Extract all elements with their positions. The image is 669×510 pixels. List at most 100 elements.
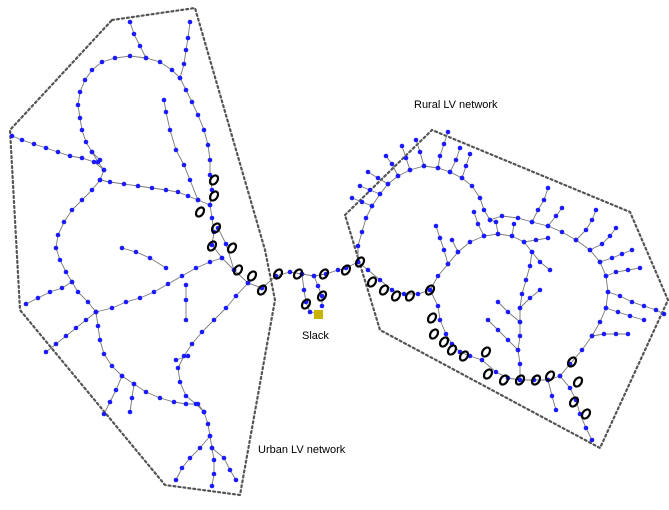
- marked-bus-ring: [206, 240, 218, 252]
- marked-bus-ring: [482, 368, 494, 380]
- bus-node: [477, 195, 483, 201]
- bus-node: [403, 155, 409, 161]
- bus-node: [185, 193, 191, 199]
- bus-node: [587, 247, 593, 253]
- bus-node: [137, 43, 143, 49]
- bus-node: [613, 331, 619, 337]
- urban-network-buses: [9, 19, 265, 489]
- rural-feeder-line: [435, 225, 449, 265]
- marked-bus-ring: [566, 356, 578, 368]
- bus-node: [615, 309, 621, 315]
- bus-node: [399, 143, 405, 149]
- bus-node: [319, 293, 325, 299]
- bus-node: [183, 401, 189, 407]
- bus-node: [151, 289, 157, 295]
- bus-node: [207, 259, 213, 265]
- bus-node: [505, 337, 511, 343]
- bus-node: [455, 249, 461, 255]
- bus-node: [441, 141, 447, 147]
- bus-node: [245, 280, 251, 286]
- bus-node: [377, 191, 383, 197]
- bus-node: [529, 249, 535, 255]
- bus-node: [479, 357, 485, 363]
- bus-node: [181, 162, 187, 168]
- bus-node: [519, 291, 525, 297]
- bus-node: [133, 249, 139, 255]
- bus-node: [131, 31, 137, 37]
- urban-feeder-line: [217, 227, 235, 271]
- bus-node: [515, 347, 521, 353]
- bus-node: [183, 317, 189, 323]
- bus-node: [583, 425, 589, 431]
- bus-node: [165, 281, 171, 287]
- bus-node: [82, 77, 88, 83]
- rural-feeder-line: [589, 227, 617, 251]
- urban-feeder-line: [175, 435, 211, 481]
- feeder-connection: [259, 259, 361, 317]
- bus-node: [173, 147, 179, 153]
- bus-node: [47, 289, 53, 295]
- bus-node: [109, 363, 115, 369]
- bus-node: [209, 215, 215, 221]
- bus-node: [83, 317, 89, 323]
- bus-node: [31, 141, 37, 147]
- bus-node: [55, 232, 61, 238]
- bus-node: [185, 35, 191, 41]
- bus-node: [135, 183, 141, 189]
- bus-node: [315, 283, 321, 289]
- bus-node: [357, 183, 363, 189]
- bus-node: [505, 309, 511, 315]
- bus-node: [89, 149, 95, 155]
- bus-node: [207, 157, 213, 163]
- bus-node: [209, 483, 215, 489]
- urban-feeder-line: [95, 257, 223, 313]
- bus-node: [77, 89, 83, 95]
- marked-bus-ring: [378, 284, 390, 296]
- bus-node: [437, 153, 443, 159]
- bus-node: [389, 287, 395, 293]
- rural-network-label: Rural LV network: [414, 99, 498, 111]
- bus-node: [589, 217, 595, 223]
- bus-node: [55, 149, 61, 155]
- bus-node: [43, 145, 49, 151]
- bus-node: [63, 269, 69, 275]
- bus-node: [619, 251, 625, 257]
- bus-node: [445, 129, 451, 135]
- rural-network-buses: [349, 129, 667, 443]
- bus-node: [131, 381, 137, 387]
- bus-node: [101, 167, 107, 173]
- bus-node: [383, 153, 389, 159]
- bus-node: [119, 245, 125, 251]
- rural-feeder-line: [437, 131, 449, 169]
- bus-node: [467, 151, 473, 157]
- bus-node: [9, 133, 15, 139]
- marked-bus-ring: [366, 276, 378, 288]
- bus-node: [301, 287, 307, 293]
- bus-node: [527, 295, 533, 301]
- bus-node: [463, 163, 469, 169]
- bus-node: [417, 149, 423, 155]
- urban-feeder-line: [211, 447, 237, 481]
- bus-node: [143, 55, 149, 61]
- bus-node: [601, 331, 607, 337]
- rural-feeder-line: [605, 267, 641, 277]
- bus-node: [349, 195, 355, 201]
- bus-node: [549, 393, 555, 399]
- marked-bus-ring: [498, 374, 510, 386]
- bus-node: [95, 323, 101, 329]
- bus-node: [413, 137, 419, 143]
- bus-node: [435, 165, 441, 171]
- urban-feeder-line: [99, 179, 211, 206]
- bus-node: [517, 333, 523, 339]
- bus-node: [97, 337, 103, 343]
- bus-node: [475, 221, 481, 227]
- marked-bus-ring: [428, 328, 440, 340]
- marked-bus-ring: [340, 264, 352, 276]
- bus-node: [607, 233, 613, 239]
- bus-node: [389, 161, 395, 167]
- bus-node: [485, 317, 491, 323]
- bus-node: [173, 357, 179, 363]
- bus-node: [179, 273, 185, 279]
- bus-node: [363, 215, 369, 221]
